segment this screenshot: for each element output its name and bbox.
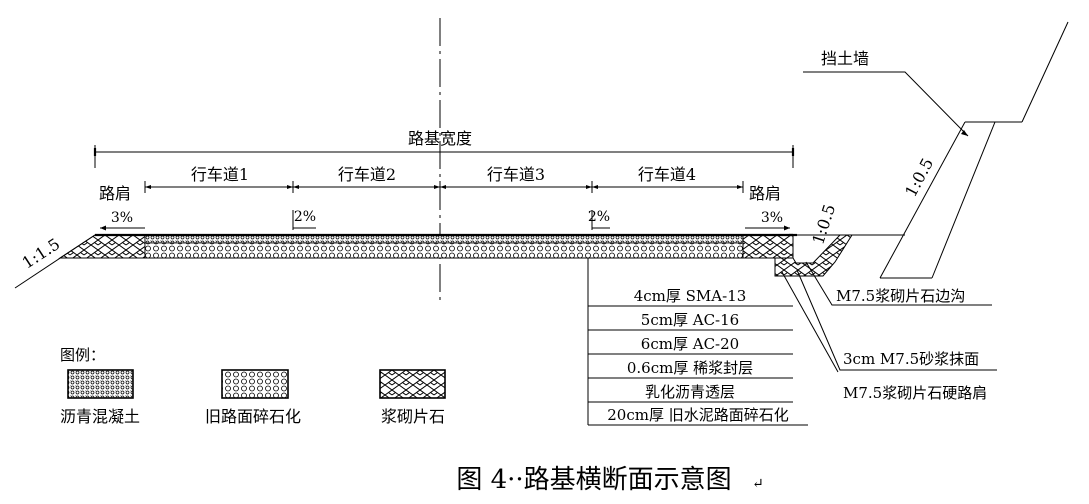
annotation-masonry-hard-shoulder: M7.5浆砌片石硬路肩 <box>843 384 987 402</box>
slope-arrow-lane-right <box>591 210 610 230</box>
legend-label-asphalt: 沥青混凝土 <box>60 407 140 426</box>
ditch-annotation-leaders <box>781 261 997 373</box>
subgrade-width-label: 路基宽度 <box>408 129 472 148</box>
figure-caption: 图 4··路基横断面示意图 <box>456 465 731 495</box>
retaining-wall-leader <box>803 71 969 137</box>
legend-swatch-asphalt <box>67 369 134 399</box>
layer-3-label: 6cm厚 AC-20 <box>641 335 739 353</box>
slope-lane-left: 2% <box>294 209 316 225</box>
lane-label-3: 行车道3 <box>487 165 545 184</box>
annotation-mortar-plaster: 3cm M7.5砂浆抹面 <box>843 350 979 368</box>
lane-label-1: 行车道1 <box>191 165 249 184</box>
legend-label-masonry: 浆砌片石 <box>381 407 445 426</box>
slope-lane-right: 2% <box>588 209 610 225</box>
lane-label-4: 行车道4 <box>638 165 696 184</box>
wall-slope-label: 1:0.5 <box>901 155 937 200</box>
retaining-wall <box>879 21 1069 279</box>
layer-callout-lines <box>587 258 808 426</box>
annotation-masonry-ditch: M7.5浆砌片石边沟 <box>836 287 965 305</box>
shoulder-left-label: 路肩 <box>99 184 131 203</box>
legend-swatch-masonry <box>379 369 446 399</box>
lane-label-2: 行车道2 <box>338 165 396 184</box>
ditch-channel <box>792 234 842 264</box>
slope-arrow-left-shoulder <box>100 225 145 231</box>
lanes-dimension <box>144 181 744 193</box>
slope-arrow-lane-left <box>292 210 316 230</box>
right-shoulder-masonry <box>742 234 794 259</box>
paragraph-mark: ↵ <box>752 476 764 492</box>
left-shoulder-masonry <box>58 234 146 259</box>
old-pavement-crushed-layer <box>144 242 744 259</box>
layer-2-label: 5cm厚 AC-16 <box>641 311 739 329</box>
embankment-slope-label: 1:1.5 <box>19 234 64 272</box>
layer-4-label: 0.6cm厚 稀浆封层 <box>627 359 753 377</box>
layer-5-label: 乳化沥青透层 <box>645 383 735 401</box>
asphalt-layer <box>144 234 744 244</box>
subgrade-width-dimension <box>93 145 795 168</box>
layer-6-label: 20cm厚 旧水泥路面碎石化 <box>607 406 788 424</box>
slope-arrow-right-shoulder <box>745 225 790 231</box>
legend-swatch-crushed <box>221 369 289 399</box>
shoulder-right-label: 路肩 <box>749 184 781 203</box>
legend-label-crushed: 旧路面碎石化 <box>205 407 301 426</box>
embankment-slope-line <box>14 234 96 289</box>
slope-left-shoulder: 3% <box>111 210 133 226</box>
slope-right-shoulder: 3% <box>761 210 783 226</box>
legend-title: 图例： <box>60 346 105 364</box>
layer-1-label: 4cm厚 SMA-13 <box>634 287 747 305</box>
retaining-wall-label: 挡土墙 <box>821 49 869 68</box>
